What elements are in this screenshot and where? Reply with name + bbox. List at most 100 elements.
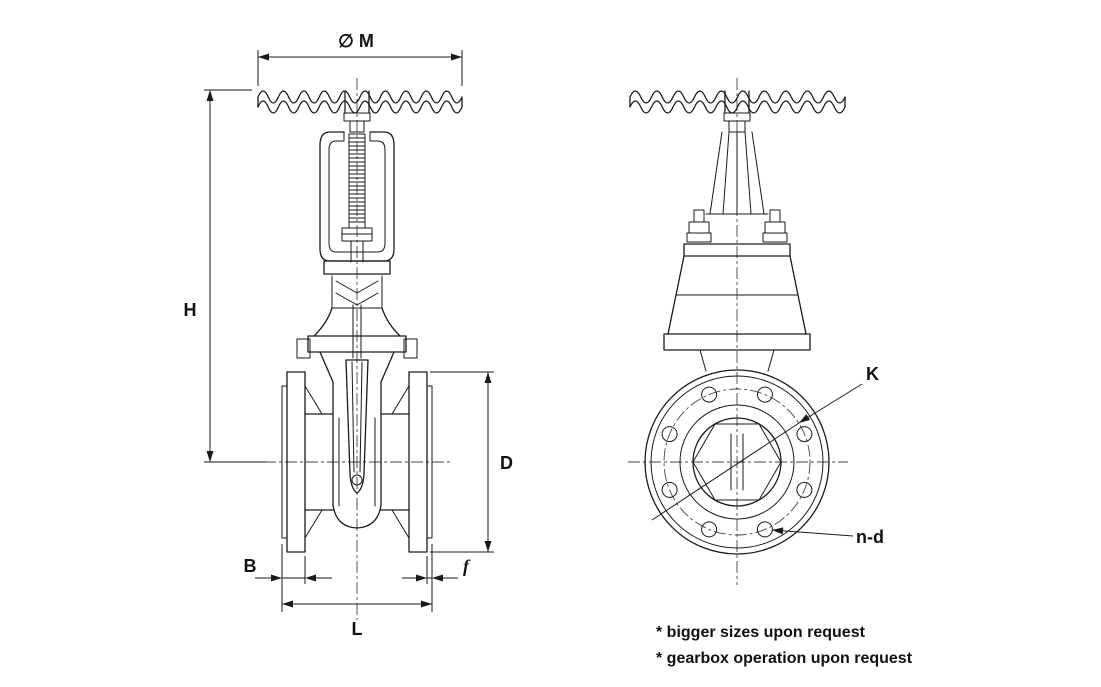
wedge-through-bore bbox=[730, 433, 744, 491]
leader-line bbox=[651, 383, 863, 521]
bolt-hole bbox=[756, 386, 773, 403]
extension-lines bbox=[430, 371, 494, 553]
arrow-bottom bbox=[206, 451, 214, 462]
wedge bbox=[345, 359, 369, 494]
dim-label-f: f bbox=[463, 556, 471, 576]
arrow bbox=[799, 414, 811, 423]
hub-boss bbox=[349, 120, 365, 133]
gland-stud-left bbox=[693, 209, 705, 223]
gland-box bbox=[331, 275, 383, 309]
bolt-circle bbox=[663, 388, 811, 536]
body-front bbox=[304, 351, 410, 539]
leader-nd: n-d bbox=[771, 527, 884, 547]
handwheel-front bbox=[257, 90, 463, 133]
raised-face bbox=[426, 385, 433, 539]
flange-left bbox=[281, 371, 306, 553]
pipe-walls bbox=[304, 413, 410, 511]
bolt-hole bbox=[661, 481, 678, 498]
wheel-caps-hub bbox=[629, 90, 846, 114]
arrow-left bbox=[416, 574, 427, 582]
gland-stud-right bbox=[769, 209, 781, 223]
seat-rings bbox=[338, 417, 376, 507]
neck-lines bbox=[699, 349, 775, 372]
stem-lower bbox=[341, 233, 373, 263]
extension-lines bbox=[204, 89, 266, 463]
arrow-right bbox=[451, 53, 462, 61]
leader-line bbox=[771, 529, 854, 537]
gland-washer-left bbox=[686, 232, 712, 243]
dim-label-b: B bbox=[244, 556, 257, 576]
bonnet-sides bbox=[667, 255, 807, 335]
gland-nut-left bbox=[688, 221, 710, 234]
wheel-rim-bottom bbox=[257, 100, 463, 114]
gland-washer-right bbox=[762, 232, 788, 243]
arrow-left bbox=[258, 53, 269, 61]
wheel-rim-top bbox=[629, 90, 846, 104]
bonnet-bolt-right bbox=[403, 338, 418, 359]
bonnet-flange bbox=[307, 335, 407, 353]
note-gearbox: * gearbox operation upon request bbox=[656, 650, 913, 667]
leader-k: K bbox=[651, 364, 879, 521]
bore-hexagon bbox=[692, 423, 782, 501]
wedge-inner bbox=[351, 361, 363, 473]
stem-thread-hatch bbox=[348, 137, 366, 223]
bolt-hole bbox=[796, 426, 813, 443]
neck-taper bbox=[319, 351, 395, 383]
arrow-left bbox=[271, 574, 282, 582]
bonnet-flange bbox=[663, 333, 811, 351]
footnotes: * bigger sizes upon request * gearbox op… bbox=[656, 624, 913, 667]
gland-plate bbox=[683, 243, 791, 257]
dim-label-h: H bbox=[184, 300, 197, 320]
dim-diameter-m: ∅ M bbox=[257, 31, 463, 86]
flange-face bbox=[644, 369, 830, 555]
dim-label-d: D bbox=[500, 453, 513, 473]
flange-outer-circle bbox=[644, 369, 830, 555]
arrow-right bbox=[421, 600, 432, 608]
raised-face bbox=[281, 385, 288, 539]
dim-label-m: ∅ M bbox=[338, 31, 374, 51]
hub-tapers bbox=[304, 385, 410, 539]
stem-side bbox=[686, 131, 788, 243]
dim-height-h: H bbox=[184, 89, 266, 463]
bolt-holes bbox=[661, 386, 813, 538]
bonnet-front bbox=[296, 260, 418, 359]
arrow-right bbox=[432, 574, 443, 582]
wheel-caps-hub bbox=[257, 90, 463, 114]
packing-chevrons bbox=[335, 280, 379, 306]
flange-rim-circle bbox=[650, 375, 824, 549]
extension-lines bbox=[257, 50, 463, 86]
yoke-inner bbox=[328, 140, 386, 253]
bolt-hole bbox=[796, 481, 813, 498]
dim-raised-face-f: f bbox=[402, 556, 471, 584]
arrow-left bbox=[282, 600, 293, 608]
wedge-outline bbox=[345, 359, 369, 494]
bonnet-side bbox=[663, 243, 811, 372]
dim-label-k: K bbox=[866, 364, 879, 384]
wheel-rim-top bbox=[257, 90, 463, 104]
wedge-nut bbox=[351, 474, 363, 486]
dim-label-nd: n-d bbox=[856, 527, 884, 547]
bolt-hole bbox=[701, 521, 718, 538]
centerlines-side bbox=[628, 78, 848, 585]
arrow-top bbox=[484, 372, 492, 383]
flange-right bbox=[408, 371, 433, 553]
dim-label-l: L bbox=[352, 619, 363, 639]
gland-nut-right bbox=[764, 221, 786, 234]
bolt-hole bbox=[756, 521, 773, 538]
raised-face-circle bbox=[679, 404, 795, 520]
dim-flange-thickness-b: B bbox=[244, 556, 332, 584]
bolt-hole bbox=[701, 386, 718, 403]
chamber-walls bbox=[332, 381, 382, 506]
wheel-rim-bottom bbox=[629, 100, 846, 114]
bolt-hole bbox=[661, 426, 678, 443]
arrow-top bbox=[206, 90, 214, 101]
bonnet-top-plate bbox=[323, 260, 391, 275]
side-view: K n-d bbox=[628, 78, 884, 585]
arrow bbox=[772, 527, 784, 535]
bonnet-bolt-left bbox=[296, 338, 311, 359]
arrow-right bbox=[305, 574, 316, 582]
centerlines-front bbox=[264, 78, 452, 620]
note-bigger-sizes: * bigger sizes upon request bbox=[656, 624, 866, 641]
